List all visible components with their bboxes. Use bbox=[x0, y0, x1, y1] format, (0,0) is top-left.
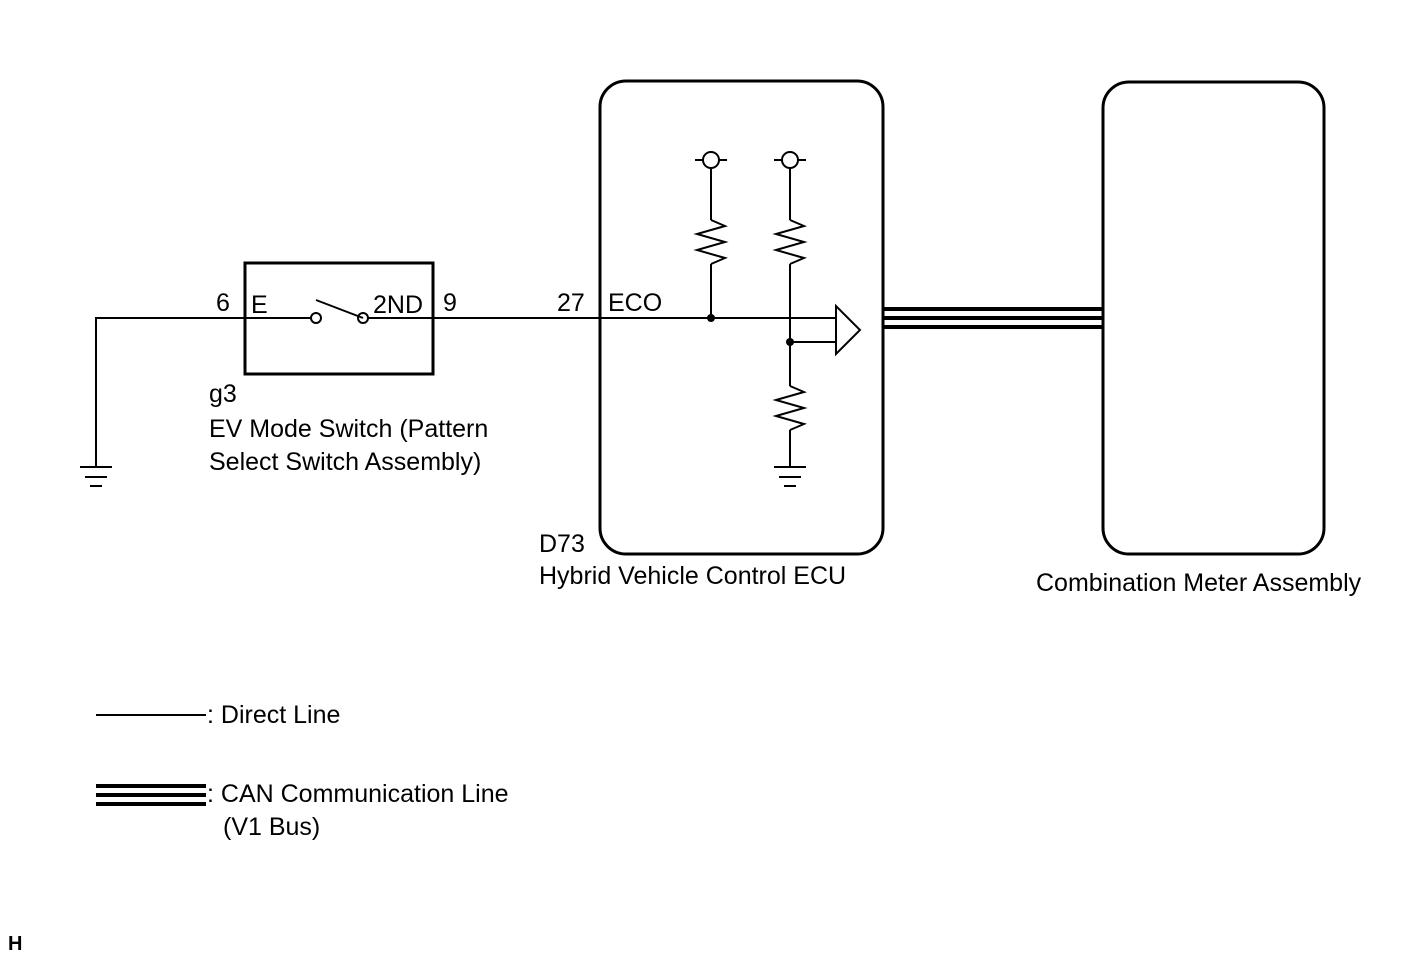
switch-connector-code: g3 bbox=[209, 380, 237, 408]
can-bus-lines bbox=[883, 307, 1103, 329]
switch-pin-right-label: 2ND bbox=[373, 291, 423, 319]
legend-can-bus-label: (V1 Bus) bbox=[223, 813, 320, 841]
ecu-name: Hybrid Vehicle Control ECU bbox=[539, 562, 846, 590]
combination-meter-box bbox=[1101, 80, 1326, 556]
switch-pin-left-label: E bbox=[251, 291, 268, 319]
left-ground-circuit bbox=[80, 317, 246, 487]
ecu-connector-code: D73 bbox=[539, 530, 585, 558]
hybrid-vehicle-control-ecu bbox=[598, 79, 885, 556]
switch-pin-left-number: 6 bbox=[216, 289, 230, 317]
switch-pin-right-number: 9 bbox=[443, 289, 457, 317]
meter-name: Combination Meter Assembly bbox=[1036, 569, 1362, 597]
corner-mark: H bbox=[8, 933, 22, 955]
ecu-pin-number: 27 bbox=[557, 289, 585, 317]
switch-name-line1: EV Mode Switch (Pattern bbox=[209, 415, 488, 443]
ecu-pin-label: ECO bbox=[608, 289, 662, 317]
legend-direct-line-label: : Direct Line bbox=[207, 701, 340, 729]
legend-can-line-label: : CAN Communication Line bbox=[207, 780, 509, 808]
legend: : Direct Line : CAN Communication Line (… bbox=[96, 701, 509, 841]
switch-name-line2: Select Switch Assembly) bbox=[209, 448, 481, 476]
